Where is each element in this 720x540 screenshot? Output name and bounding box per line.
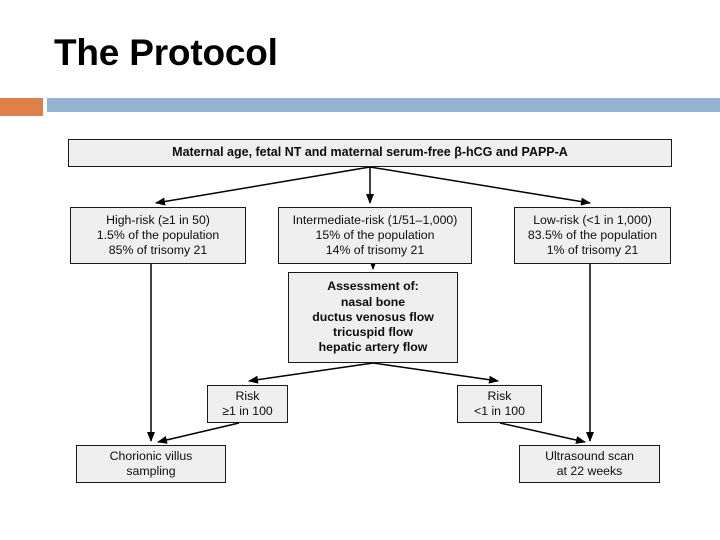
edge-assessment-to-risk-low xyxy=(372,362,499,384)
node-high-risk[interactable]: High-risk (≥1 in 50) 1.5% of the populat… xyxy=(70,207,246,264)
node-high-risk-line-2: 1.5% of the population xyxy=(96,227,220,242)
node-high-risk-line-3: 85% of trisomy 21 xyxy=(108,243,208,258)
node-cvs-line-2: sampling xyxy=(126,464,176,478)
node-assessment-line-2: nasal bone xyxy=(340,294,406,309)
node-intermediate-risk-line-2: 15% of the population xyxy=(315,227,435,242)
node-low-risk-line-2: 83.5% of the population xyxy=(527,227,658,242)
node-chorionic-villus-sampling[interactable]: Chorionic villus sampling xyxy=(76,445,226,483)
node-screening-test-line-1: Maternal age, fetal NT and maternal seru… xyxy=(172,145,568,160)
node-risk-low-line-2: <1 in 100 xyxy=(474,404,525,418)
accent-bar-blue xyxy=(47,98,720,112)
edge-screening-to-high-risk xyxy=(155,166,371,206)
node-intermediate-risk[interactable]: Intermediate-risk (1/51–1,000) 15% of th… xyxy=(278,207,472,264)
node-cvs-line-1: Chorionic villus xyxy=(109,448,193,463)
page-title: The Protocol xyxy=(54,32,278,73)
node-ultrasound-line-1: Ultrasound scan xyxy=(545,448,634,463)
edge-risk-low-to-ultrasound xyxy=(499,422,586,444)
node-assessment-line-5: hepatic artery flow xyxy=(318,340,428,355)
node-assessment-line-1: Assessment of: xyxy=(327,279,419,294)
node-risk-low[interactable]: Risk <1 in 100 xyxy=(457,385,542,423)
edge-assessment-to-risk-high xyxy=(248,362,374,384)
edge-screening-to-low-risk xyxy=(369,166,591,206)
protocol-flowchart: Maternal age, fetal NT and maternal seru… xyxy=(0,120,720,520)
node-risk-high-line-2: ≥1 in 100 xyxy=(222,404,273,418)
node-ultrasound-scan[interactable]: Ultrasound scan at 22 weeks xyxy=(519,445,660,483)
node-ultrasound-line-2: at 22 weeks xyxy=(556,464,623,478)
accent-bar-orange xyxy=(0,98,43,116)
node-intermediate-risk-line-1: Intermediate-risk (1/51–1,000) xyxy=(292,212,458,227)
node-screening-test[interactable]: Maternal age, fetal NT and maternal seru… xyxy=(68,139,672,167)
node-low-risk-line-1: Low-risk (<1 in 1,000) xyxy=(533,212,652,227)
node-high-risk-line-1: High-risk (≥1 in 50) xyxy=(106,212,210,227)
node-risk-high[interactable]: Risk ≥1 in 100 xyxy=(207,385,288,423)
node-low-risk-line-3: 1% of trisomy 21 xyxy=(546,243,639,258)
node-low-risk[interactable]: Low-risk (<1 in 1,000) 83.5% of the popu… xyxy=(514,207,671,264)
node-assessment-line-3: ductus venosus flow xyxy=(312,309,434,324)
node-risk-high-line-1: Risk xyxy=(235,388,260,403)
edge-risk-high-to-cvs xyxy=(157,422,240,444)
node-assessment[interactable]: Assessment of: nasal bone ductus venosus… xyxy=(288,272,458,363)
node-assessment-line-4: tricuspid flow xyxy=(333,325,413,340)
node-risk-low-line-1: Risk xyxy=(487,388,512,403)
node-intermediate-risk-line-3: 14% of trisomy 21 xyxy=(325,243,425,258)
